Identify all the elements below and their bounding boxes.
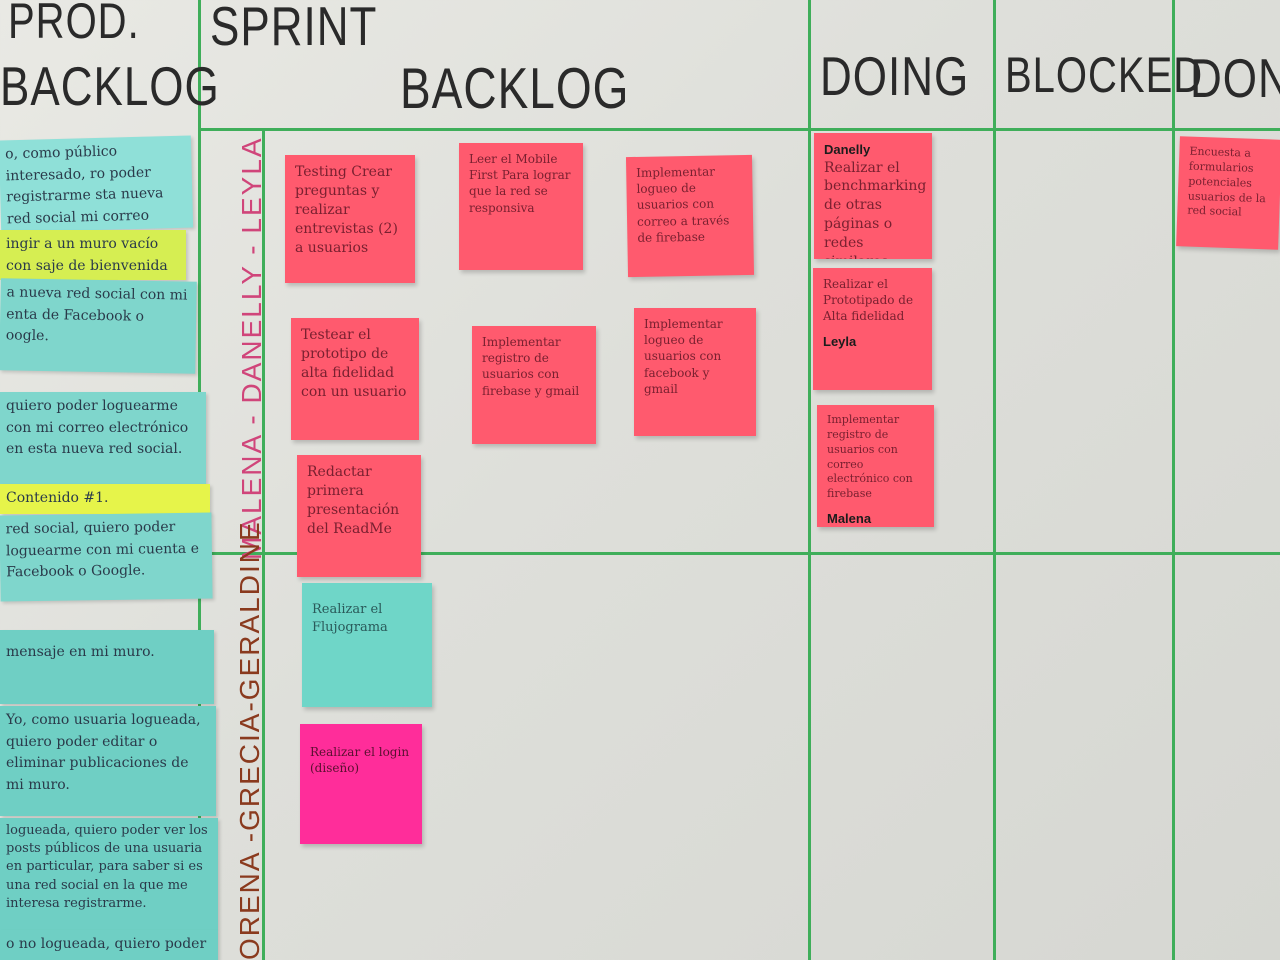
sprint-note: Realizar el Flujograma [302, 583, 432, 707]
lane-label-team2: ORENA -GRECIA-GERALDINE [234, 520, 265, 960]
backlog-note: Yo, como usuaria logueada, quiero poder … [0, 706, 216, 816]
header-done: DONE [1190, 48, 1280, 110]
sprint-note: Implementar registro de usuarios con fir… [472, 326, 596, 444]
sprint-note: Redactar primera presentación del ReadMe [297, 455, 421, 577]
sprint-note: Testear el prototipo de alta fidelidad c… [291, 318, 419, 440]
lane-divider [198, 552, 1280, 555]
doing-note-text: Implementar registro de usuarios con cor… [827, 413, 913, 501]
column-divider-blocked [1172, 0, 1175, 960]
sprint-note: Implementar logueo de usuarios con faceb… [634, 308, 756, 436]
header-prod-backlog-line2: BACKLOG [0, 56, 220, 118]
backlog-note: logueada, quiero poder ver los posts púb… [0, 818, 218, 930]
assignee-name: Leyla [823, 333, 857, 349]
sprint-note: Implementar logueo de usuarios con corre… [625, 154, 755, 278]
doing-note: Implementar registro de usuarios con cor… [817, 405, 934, 527]
backlog-note: a nueva red social con mi enta de Facebo… [0, 278, 197, 374]
done-note: Encuesta a formularios potenciales usuar… [1176, 136, 1280, 250]
backlog-note: ingir a un muro vacío con saje de bienve… [0, 230, 186, 280]
doing-note: Danelly Realizar el benchmarking de otra… [814, 133, 932, 259]
sprint-note: Testing Crear preguntas y realizar entre… [285, 155, 415, 283]
backlog-note: o no logueada, quiero poder [0, 930, 218, 960]
lane-label-team1: MALENA - DANELLY - LEYLA [236, 136, 267, 560]
assignee-name: Malena [827, 511, 872, 527]
doing-note-text: Realizar el Prototipado de Alta fidelida… [823, 277, 914, 324]
assignee-name: Danelly [824, 142, 871, 157]
header-blocked: BLOCKED [1005, 48, 1204, 103]
doing-note: Realizar el Prototipado de Alta fidelida… [813, 268, 932, 390]
backlog-note: Contenido #1. [0, 484, 210, 514]
header-sprint-backlog-line1: SPRINT [210, 0, 378, 58]
doing-note-text: Realizar el benchmarking de otras página… [824, 159, 927, 259]
backlog-note: quiero poder loguearme con mi correo ele… [0, 392, 206, 484]
backlog-note: o, como público interesado, ro poder reg… [0, 135, 194, 233]
backlog-note: red social, quiero poder loguearme con m… [0, 512, 213, 602]
sprint-note: Realizar el login (diseño) [300, 724, 422, 844]
header-sprint-backlog-line2: BACKLOG [400, 55, 630, 121]
sprint-note: Leer el Mobile First Para lograr que la … [459, 143, 583, 270]
header-divider [198, 128, 1280, 131]
column-divider-sprint [808, 0, 811, 960]
lane-label-divider [262, 130, 265, 960]
backlog-note: mensaje en mi muro. [0, 630, 214, 704]
header-prod-backlog-line1: PROD. [8, 0, 140, 49]
column-divider-doing [993, 0, 996, 960]
header-doing: DOING [820, 46, 970, 108]
